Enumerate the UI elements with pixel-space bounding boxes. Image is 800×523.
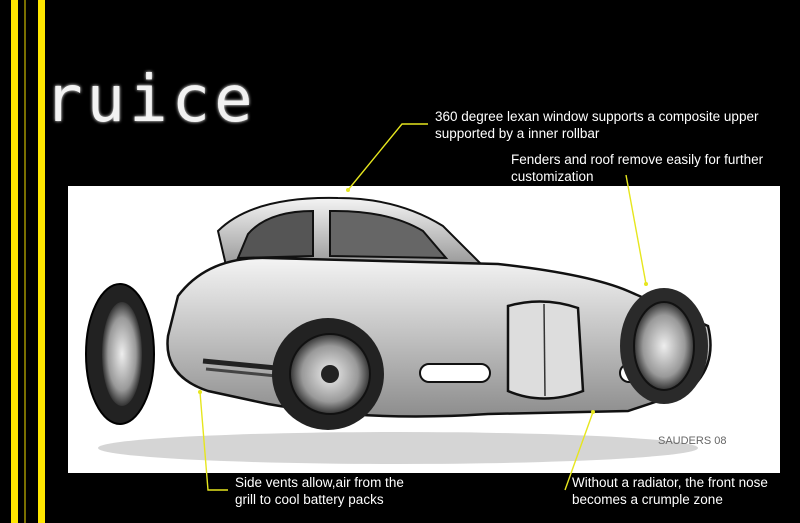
sketch-panel: SAUDERS 08 [68,186,780,473]
annotation-fenders-roof: Fenders and roof remove easily for furth… [511,152,764,184]
car-sketch-illustration: SAUDERS 08 [85,196,726,464]
annotation-side-vents: Side vents allow,air from the grill to c… [235,475,404,507]
callout-line-lexan [347,123,428,191]
callout-line-fenders [625,174,647,285]
stripe-divider [24,0,26,523]
annotation-radiator: Without a radiator, the front nose becom… [572,475,768,507]
yellow-stripe-left [11,0,18,523]
yellow-stripe-right [38,0,45,523]
page-title: ruice [44,63,257,137]
callout-line-vents [199,391,228,491]
callout-line-radiator [564,411,594,491]
annotation-lexan-window: 360 degree lexan window supports a compo… [435,109,759,141]
signature: SAUDERS 08 [658,435,726,447]
